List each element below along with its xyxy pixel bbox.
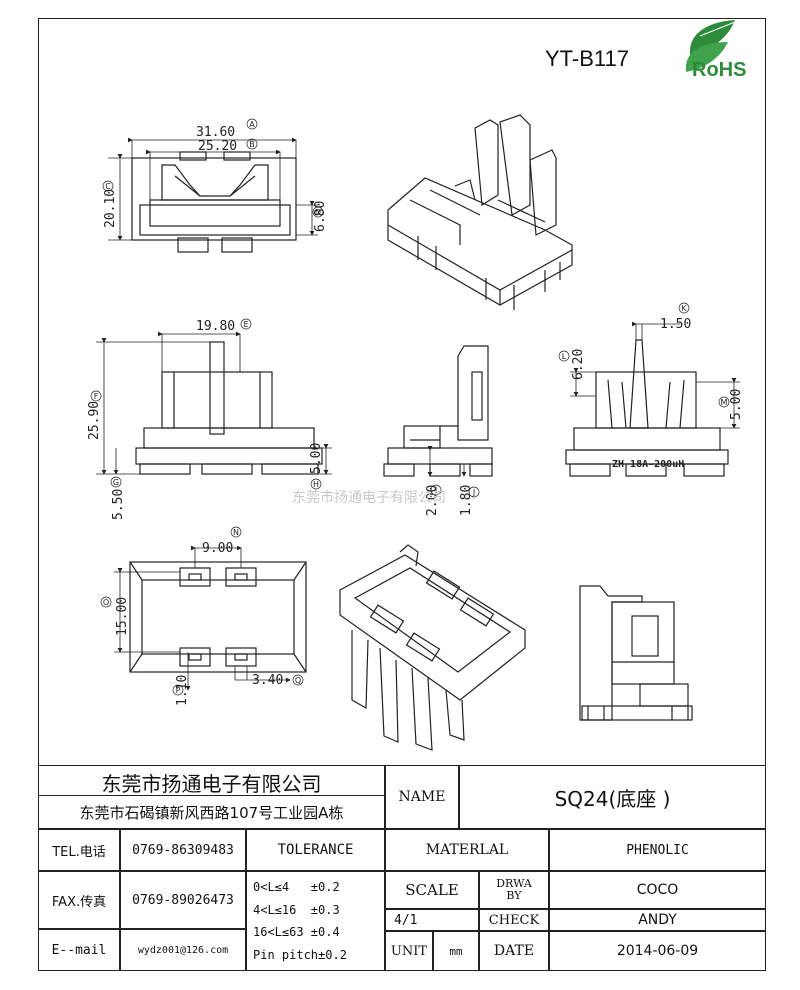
tel-label: TEL.电话 [38, 829, 120, 871]
svg-text:J: J [472, 488, 475, 497]
rohs-logo: RoHS [685, 20, 746, 81]
isometric-view-bottom [339, 544, 526, 751]
part-number: YT-B117 [545, 46, 629, 71]
dim-H: 5.00 [309, 443, 324, 474]
ref-N: N [230, 526, 242, 538]
tolerance-row: 0<L≤4 ±0.2 [253, 880, 340, 895]
tolerance-label: TOLERANCE [246, 829, 385, 871]
fax-value: 0769-89026473 [120, 871, 246, 929]
rohs-text: RoHS [692, 59, 746, 81]
ref-J: J [468, 486, 480, 498]
material-value: PHENOLIC [549, 829, 766, 871]
dimension-labels: 31.60 25.20 20.10 6.80 19.80 25.90 5.50 … [87, 125, 744, 706]
scale-label: SCALE [385, 871, 479, 909]
ref-E: E [240, 318, 252, 330]
dim-I: 2.00 [425, 485, 440, 516]
dim-F: 25.90 [87, 401, 102, 440]
dim-K: 1.50 [660, 317, 691, 332]
dim-B: 25.20 [198, 139, 237, 154]
side-section-view [579, 585, 693, 721]
ref-A: A [246, 118, 258, 130]
dim-C: 20.10 [103, 189, 118, 228]
svg-text:F: F [94, 392, 99, 401]
svg-text:H: H [313, 480, 319, 489]
svg-text:D: D [315, 208, 321, 217]
ref-M: M [718, 396, 730, 408]
dim-Q: 3.40 [252, 673, 283, 688]
part-marking: ZH 18A-200uH [612, 459, 684, 470]
front-view [135, 341, 323, 475]
date-value: 2014-06-09 [549, 931, 766, 971]
check-value: ANDY [549, 909, 766, 931]
dim-O: 15.00 [115, 597, 130, 636]
company-name: 东莞市扬通电子有限公司 [38, 765, 385, 799]
svg-text:Q: Q [295, 676, 301, 685]
material-label: MATERLAL [385, 829, 549, 871]
bottom-view [129, 561, 307, 673]
dim-N: 9.00 [202, 541, 233, 556]
name-label: NAME [385, 765, 459, 829]
svg-text:B: B [249, 140, 255, 149]
svg-text:M: M [721, 398, 728, 407]
tolerance-row: 16<L≤63 ±0.4 [253, 925, 340, 940]
scale-value: 4/1 [385, 909, 479, 931]
dim-E: 19.80 [196, 319, 235, 334]
tolerance-row: 4<L≤16 ±0.3 [253, 902, 340, 917]
unit-value: mm [433, 931, 479, 971]
svg-text:O: O [103, 598, 109, 607]
dim-P: 1.10 [175, 675, 190, 706]
svg-text:C: C [105, 182, 111, 191]
date-label: DATE [479, 931, 549, 971]
svg-text:P: P [176, 686, 181, 695]
ref-I: I [430, 484, 442, 496]
dim-A: 31.60 [196, 125, 235, 140]
fax-label: FAX.传真 [38, 871, 120, 929]
ref-L: L [558, 350, 570, 362]
isometric-view-top [387, 114, 573, 310]
ref-K: K [678, 302, 690, 314]
svg-text:G: G [113, 478, 119, 487]
ref-P: P [172, 684, 184, 696]
dim-J: 1.80 [459, 485, 474, 516]
drawn-by-label: DRWA BY [479, 871, 549, 909]
dim-M: 5.00 [729, 389, 744, 420]
tolerance-table: 0<L≤4 ±0.2 4<L≤16 ±0.3 16<L≤63 ±0.4 Pin … [246, 871, 385, 971]
check-label: CHECK [479, 909, 549, 931]
email-label: E--mail [38, 929, 120, 971]
ref-C: C [102, 180, 114, 192]
watermark: 东莞市扬通电子有限公司 [292, 489, 446, 506]
ref-B: B [246, 138, 258, 150]
ref-O: O [100, 596, 112, 608]
svg-text:K: K [681, 304, 687, 313]
side-view [383, 345, 493, 477]
company-address: 东莞市石碣镇新风西路107号工业园A栋 [38, 795, 385, 829]
tel-value: 0769-86309483 [120, 829, 246, 871]
tolerance-row: Pin pitch±0.2 [253, 947, 347, 962]
rear-view [565, 339, 729, 477]
dimension-lines [96, 137, 740, 691]
dim-L: 6.20 [571, 349, 586, 380]
email-value: wydz001@126.com [120, 929, 246, 971]
dim-G: 5.50 [111, 489, 126, 520]
ref-D: D [312, 206, 324, 218]
title-block: 东莞市扬通电子有限公司 东莞市石碣镇新风西路107号工业园A栋 NAME SQ2… [38, 765, 766, 971]
ref-H: H [310, 478, 322, 490]
name-value: SQ24(底座 ) [459, 765, 766, 829]
ref-G: G [110, 476, 122, 488]
ref-F: F [90, 390, 102, 402]
svg-text:A: A [249, 120, 255, 129]
svg-text:E: E [243, 320, 248, 329]
top-view [131, 151, 297, 253]
drawn-by-value: COCO [549, 871, 766, 909]
svg-text:L: L [562, 352, 567, 361]
svg-text:I: I [435, 486, 437, 495]
ref-Q: Q [292, 674, 304, 686]
unit-label: UNIT [385, 931, 433, 971]
svg-text:N: N [233, 528, 239, 537]
dimension-reference-markers: A B C D E F G H I J K L M N O P Q [90, 118, 730, 696]
